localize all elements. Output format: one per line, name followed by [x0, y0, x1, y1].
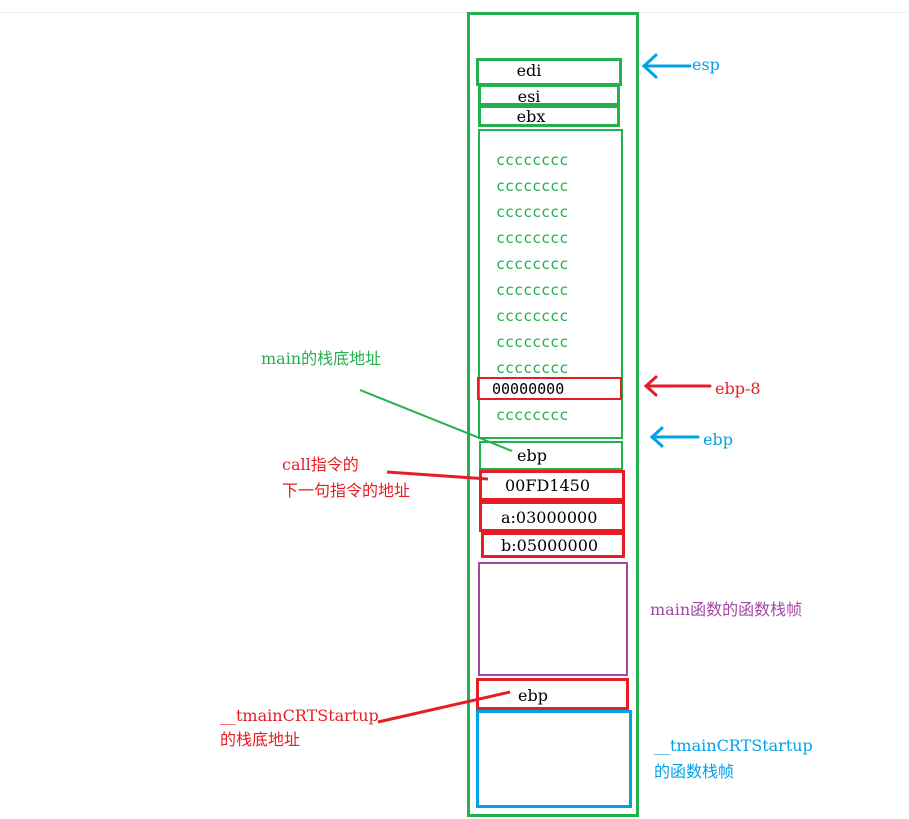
main-stack-base-label: main的栈底地址 — [261, 349, 382, 368]
tmain-frame-box — [476, 710, 632, 808]
stack-column — [467, 12, 639, 817]
main-stack-base-pointer — [359, 389, 513, 452]
fill-value: cccccccc — [496, 177, 569, 195]
esp-label: esp — [692, 55, 720, 74]
fill-value-after: cccccccc — [496, 406, 569, 424]
ebp-arrow-icon — [649, 426, 700, 448]
fill-values-list: cccccccc cccccccc cccccccc cccccccc cccc… — [496, 147, 568, 381]
local-variables-area — [478, 129, 623, 439]
ebp-minus-8-arrow-icon — [643, 375, 712, 397]
fill-value: cccccccc — [496, 229, 569, 247]
tmain-base-pointer — [377, 690, 511, 724]
main-frame-label: main函数的函数栈帧 — [650, 600, 803, 619]
return-address-value: 00FD1450 — [505, 476, 591, 495]
stack-slot-esi-label: esi — [517, 87, 541, 106]
stack-slot-ebx — [478, 105, 620, 127]
fill-value: cccccccc — [496, 281, 569, 299]
arg-a-slot — [479, 501, 625, 532]
top-divider — [0, 12, 909, 13]
fill-value: cccccccc — [496, 203, 569, 221]
arg-b-value: b:05000000 — [501, 536, 599, 555]
local-var-slot — [477, 377, 622, 400]
arg-a-value: a:03000000 — [501, 508, 598, 527]
stack-slot-edi-label: edi — [516, 61, 542, 80]
call-next-label-line1: call指令的 — [282, 455, 359, 474]
call-next-label-line2: 下一句指令的地址 — [282, 481, 411, 500]
fill-value: cccccccc — [496, 359, 569, 377]
ebp-label: ebp — [703, 430, 733, 449]
tmain-base-label-line2: 的栈底地址 — [220, 730, 301, 749]
caller-ebp-slot — [476, 678, 629, 710]
tmain-frame-label-line1: __tmainCRTStartup — [654, 736, 813, 755]
esp-arrow-icon — [641, 53, 692, 79]
saved-ebp-slot — [479, 441, 623, 470]
main-frame-box — [478, 562, 628, 676]
fill-value: cccccccc — [496, 255, 569, 273]
fill-value: cccccccc — [496, 151, 569, 169]
tmain-frame-label-line2: 的函数栈帧 — [654, 762, 735, 781]
local-var-value: 00000000 — [492, 380, 565, 398]
stack-slot-ebx-label: ebx — [516, 107, 546, 126]
ebp-minus-8-label: ebp-8 — [715, 379, 761, 398]
call-next-pointer — [386, 470, 489, 481]
return-address-slot — [479, 470, 625, 501]
stack-slot-esi — [478, 84, 620, 106]
arg-b-slot — [481, 532, 625, 558]
saved-ebp-label: ebp — [517, 446, 547, 465]
tmain-base-label-line1: __tmainCRTStartup — [220, 706, 379, 725]
fill-value: cccccccc — [496, 333, 569, 351]
caller-ebp-label: ebp — [518, 686, 548, 705]
fill-value: cccccccc — [496, 307, 569, 325]
